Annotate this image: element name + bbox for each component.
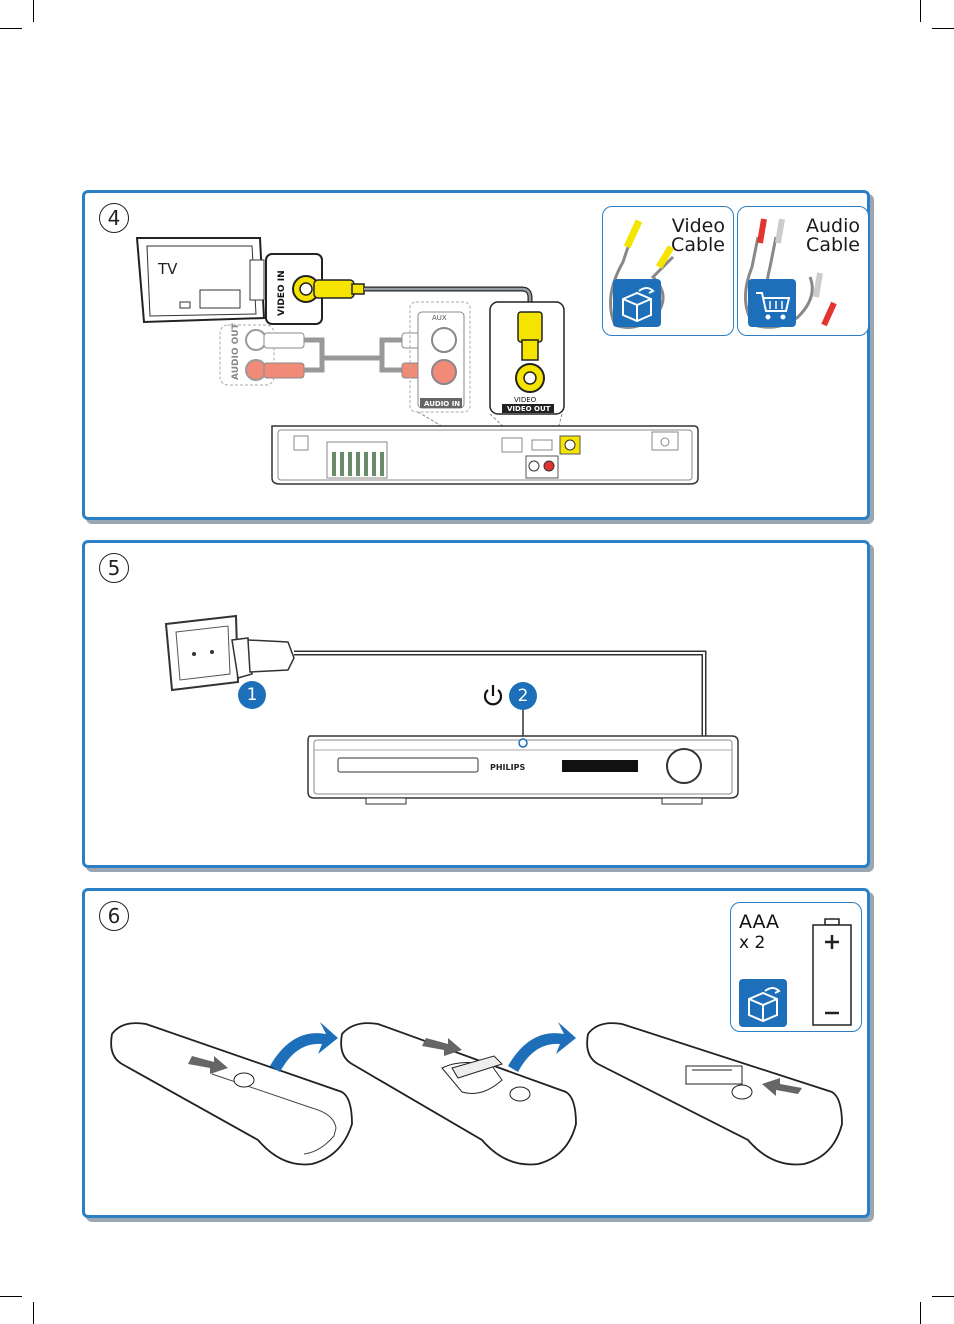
step-6-panel: 6 AAA x 2 [82,888,870,1218]
brand-label: PHILIPS [490,763,525,772]
crop-mark [0,28,22,29]
crop-mark [33,0,34,22]
aux-label: AUX [432,314,447,322]
arrow-icon [508,1022,576,1072]
audio-cable-card: Audio Cable [737,206,869,336]
video-cable-label: Video Cable [671,217,725,255]
video-cable-illustration [609,219,675,329]
battery-count: x 2 [739,933,766,953]
connection-diagram: TV VIDEO IN AUDIO OUT AUX AUDIO IN [135,237,699,485]
crop-mark [920,1302,921,1324]
remote-2 [340,1022,577,1166]
video-cable-line1: Video [671,215,725,237]
step-5-panel: 5 PHILIPS 1 2 [82,540,870,868]
crop-mark [0,1296,22,1297]
box-icon [613,279,661,327]
audio-cable-line1: Audio [805,215,860,237]
video-cable-line2: Cable [671,234,725,256]
step-4-panel: 4 TV VIDEO IN AUDIO OUT [82,190,870,520]
video-in-label: VIDEO IN [277,270,287,316]
marker-1: 1 [238,681,266,709]
crop-mark [920,0,921,22]
battery-card: AAA x 2 [730,902,862,1032]
audio-in-label: AUDIO IN [424,400,460,408]
remote-1 [110,1022,353,1166]
video-label: VIDEO [514,396,537,404]
arrow-icon [270,1022,338,1072]
battery-type: AAA [739,911,780,933]
box-icon [739,979,787,1027]
power-diagram: PHILIPS [164,614,739,805]
step-number: 4 [99,203,129,233]
audio-out-label: AUDIO OUT [231,322,241,380]
remote-3 [586,1022,843,1166]
audio-cable-label: Audio Cable [806,217,860,255]
tv-illustration: TV [135,237,266,324]
battery-icon [809,917,855,1031]
step-number: 6 [99,901,129,931]
cart-icon [748,279,796,327]
power-icon [481,683,505,709]
crop-mark [33,1302,34,1324]
video-out-label: VIDEO OUT [507,405,551,413]
marker-2: 2 [509,682,537,710]
step-number: 5 [99,553,129,583]
crop-mark [932,28,954,29]
audio-cable-line2: Cable [806,234,860,256]
crop-mark [932,1296,954,1297]
video-cable-card: Video Cable [602,206,734,336]
tv-label: TV [157,260,178,278]
remote-battery-diagram [110,1022,843,1166]
